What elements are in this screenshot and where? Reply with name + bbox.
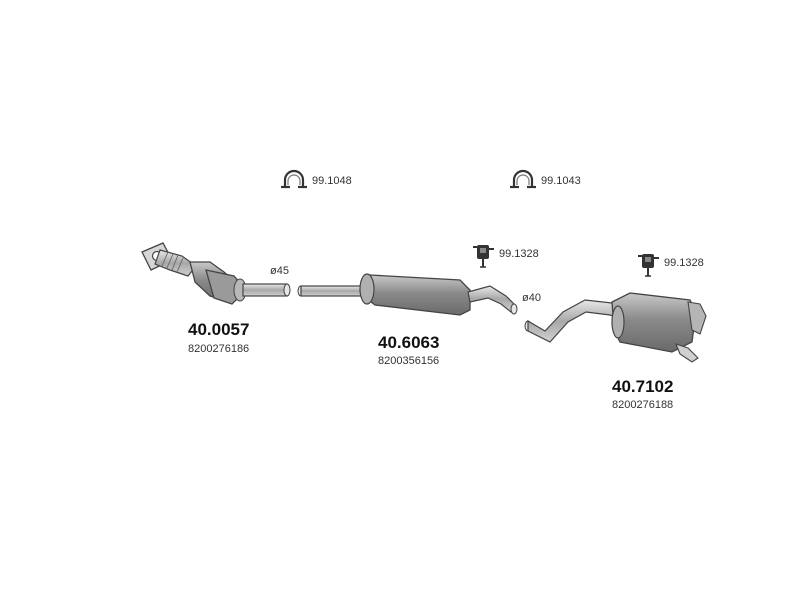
diameter-label: ø45 xyxy=(270,265,289,277)
part-number: 40.6063 xyxy=(378,333,440,352)
clamp-label: 99.1048 xyxy=(312,175,352,187)
middle-silencer-icon xyxy=(297,273,518,316)
hanger-label: 99.1328 xyxy=(499,248,539,260)
rubber-hanger-icon xyxy=(638,254,659,277)
clamp-icon xyxy=(510,169,536,189)
clamp-label: 99.1043 xyxy=(541,175,581,187)
catalytic-converter-icon xyxy=(141,242,291,305)
part-number: 40.7102 xyxy=(612,377,674,396)
oem-number: 8200356156 xyxy=(378,355,440,367)
oem-number: 8200276188 xyxy=(612,399,674,411)
clamp-icon xyxy=(281,169,307,189)
rear-silencer-icon xyxy=(524,292,707,363)
part-number: 40.0057 xyxy=(188,320,250,339)
hanger-label: 99.1328 xyxy=(664,257,704,269)
diameter-label: ø40 xyxy=(522,292,541,304)
oem-number: 8200276186 xyxy=(188,343,250,355)
rubber-hanger-icon xyxy=(473,245,494,268)
